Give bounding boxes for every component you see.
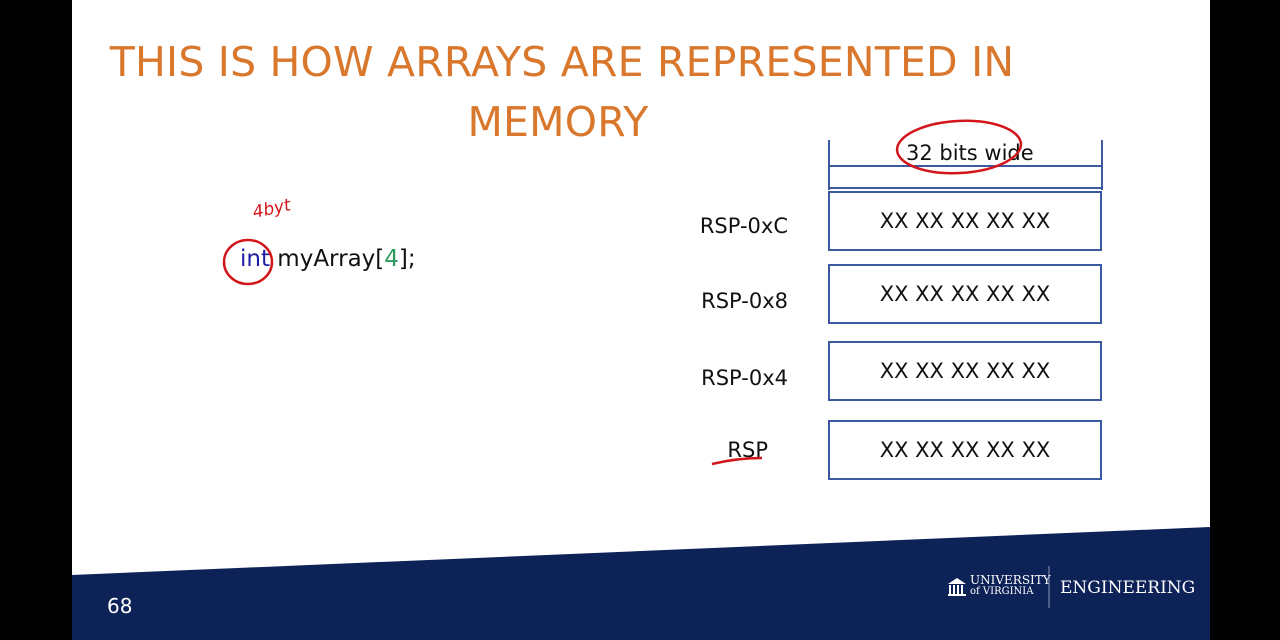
code-array-size: 4 bbox=[384, 246, 399, 272]
code-keyword: int bbox=[240, 246, 270, 272]
register-label: RSP-0xC bbox=[699, 214, 788, 238]
university-wordmark: UNIVERSITY of VIRGINIA bbox=[970, 574, 1051, 598]
slide: THIS IS HOW ARRAYS ARE REPRESENTED IN ME… bbox=[72, 0, 1210, 640]
department-label: ENGINEERING bbox=[1060, 578, 1196, 598]
memory-width-label: 32 bits wide bbox=[906, 141, 1034, 165]
university-line-1: UNIVERSITY bbox=[970, 573, 1051, 587]
code-identifier: myArray[ bbox=[270, 246, 385, 272]
slide-title: THIS IS HOW ARRAYS ARE REPRESENTED IN ME… bbox=[72, 32, 1052, 152]
memory-cell: XX XX XX XX XX bbox=[828, 341, 1102, 401]
university-line-2: of VIRGINIA bbox=[970, 586, 1034, 597]
register-label: RSP-0x8 bbox=[701, 289, 788, 313]
register-label: RSP-0x4 bbox=[701, 366, 788, 390]
title-line-1: THIS IS HOW ARRAYS ARE REPRESENTED IN bbox=[109, 38, 1015, 86]
handwritten-note: 4byt bbox=[251, 195, 294, 223]
memory-cell: XX XX XX XX XX bbox=[828, 264, 1102, 324]
title-line-2: MEMORY bbox=[467, 98, 649, 146]
code-suffix: ]; bbox=[398, 246, 416, 272]
rotunda-logo-icon bbox=[946, 575, 968, 597]
register-label: RSP bbox=[727, 438, 768, 462]
memory-cell: XX XX XX XX XX bbox=[828, 191, 1102, 251]
page-number: 68 bbox=[107, 594, 133, 618]
code-declaration: int myArray[4]; bbox=[240, 246, 416, 272]
memory-cell: XX XX XX XX XX bbox=[828, 420, 1102, 480]
